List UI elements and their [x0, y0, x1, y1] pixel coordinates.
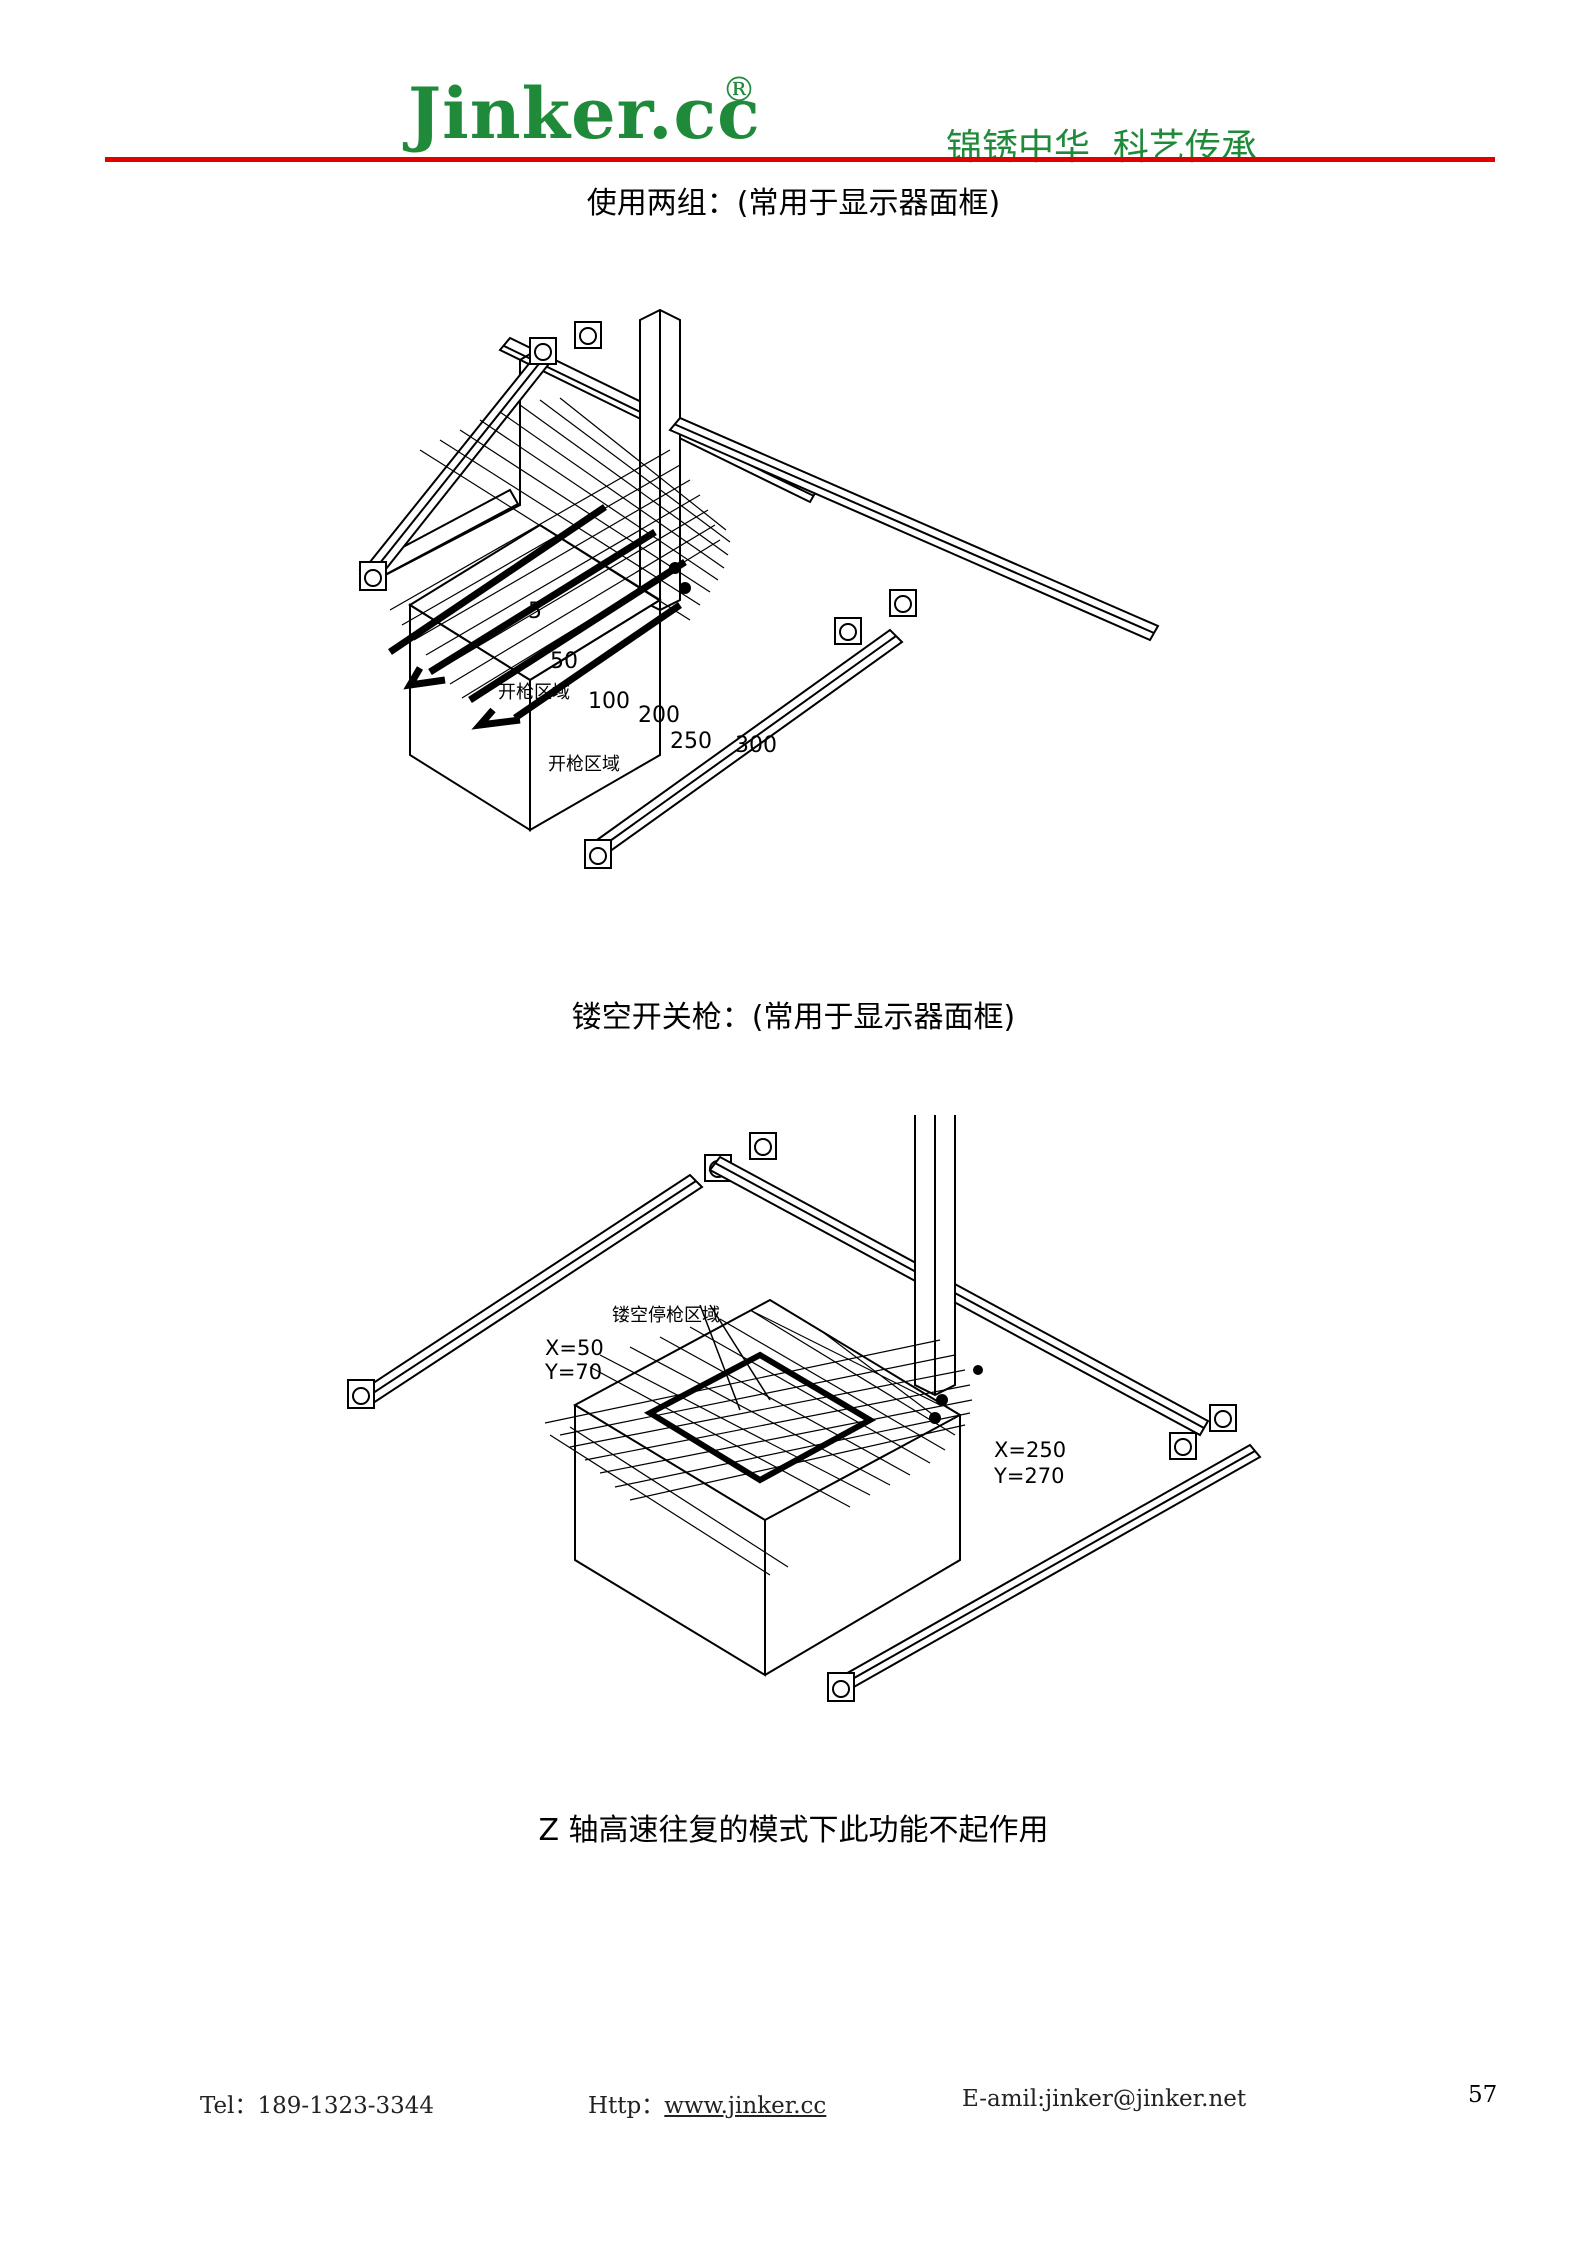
page-number: 57 — [1468, 2082, 1498, 2108]
figure-hollow-switch: 镂空停枪区域 X=50 Y=70 X=250 Y=270 — [330, 1115, 1320, 1725]
label-50: 50 — [550, 649, 578, 674]
registered-mark: ® — [722, 70, 756, 110]
section1-caption: 使用两组：(常用于显示器面框) — [586, 186, 1001, 221]
label-x50: X=50 — [545, 1336, 604, 1360]
label-zone-a: 开枪区域 — [498, 682, 570, 703]
label-x250: X=250 — [994, 1438, 1066, 1462]
footer-tel: Tel：189-1323-3344 — [200, 2093, 435, 2119]
header-divider — [105, 157, 1495, 162]
footer-http-label: Http： — [588, 2093, 665, 2119]
brand-logo: Jinker.cc — [408, 72, 761, 155]
label-300: 300 — [735, 733, 777, 758]
section2-caption: 镂空开关枪：(常用于显示器面框) — [571, 1000, 1016, 1035]
brand-slogan: 锦锈中华 科艺传承 — [946, 127, 1257, 168]
label-250: 250 — [670, 729, 712, 754]
label-y70: Y=70 — [544, 1360, 602, 1384]
mode-note: Z 轴高速往复的模式下此功能不起作用 — [538, 1813, 1049, 1848]
footer-http: Http：www.jinker.cc — [588, 2086, 826, 2120]
footer-website-link[interactable]: www.jinker.cc — [664, 2093, 827, 2119]
label-200: 200 — [638, 703, 680, 728]
label-hollow-zone: 镂空停枪区域 — [612, 1305, 720, 1326]
footer-email: E-amil:jinker@jinker.net — [962, 2086, 1247, 2112]
label-100: 100 — [588, 689, 630, 714]
label-zone-b: 开枪区域 — [548, 754, 620, 775]
label-y270: Y=270 — [993, 1464, 1065, 1488]
label-5: 5 — [528, 599, 542, 624]
figure-two-groups-drawing: 5 50 开枪区域 100 200 250 300 开枪区域 — [358, 308, 1160, 869]
figure-hollow-switch-drawing: 镂空停枪区域 X=50 Y=70 X=250 Y=270 — [347, 1115, 1262, 1702]
figure-two-groups: 5 50 开枪区域 100 200 250 300 开枪区域 — [330, 300, 1320, 900]
